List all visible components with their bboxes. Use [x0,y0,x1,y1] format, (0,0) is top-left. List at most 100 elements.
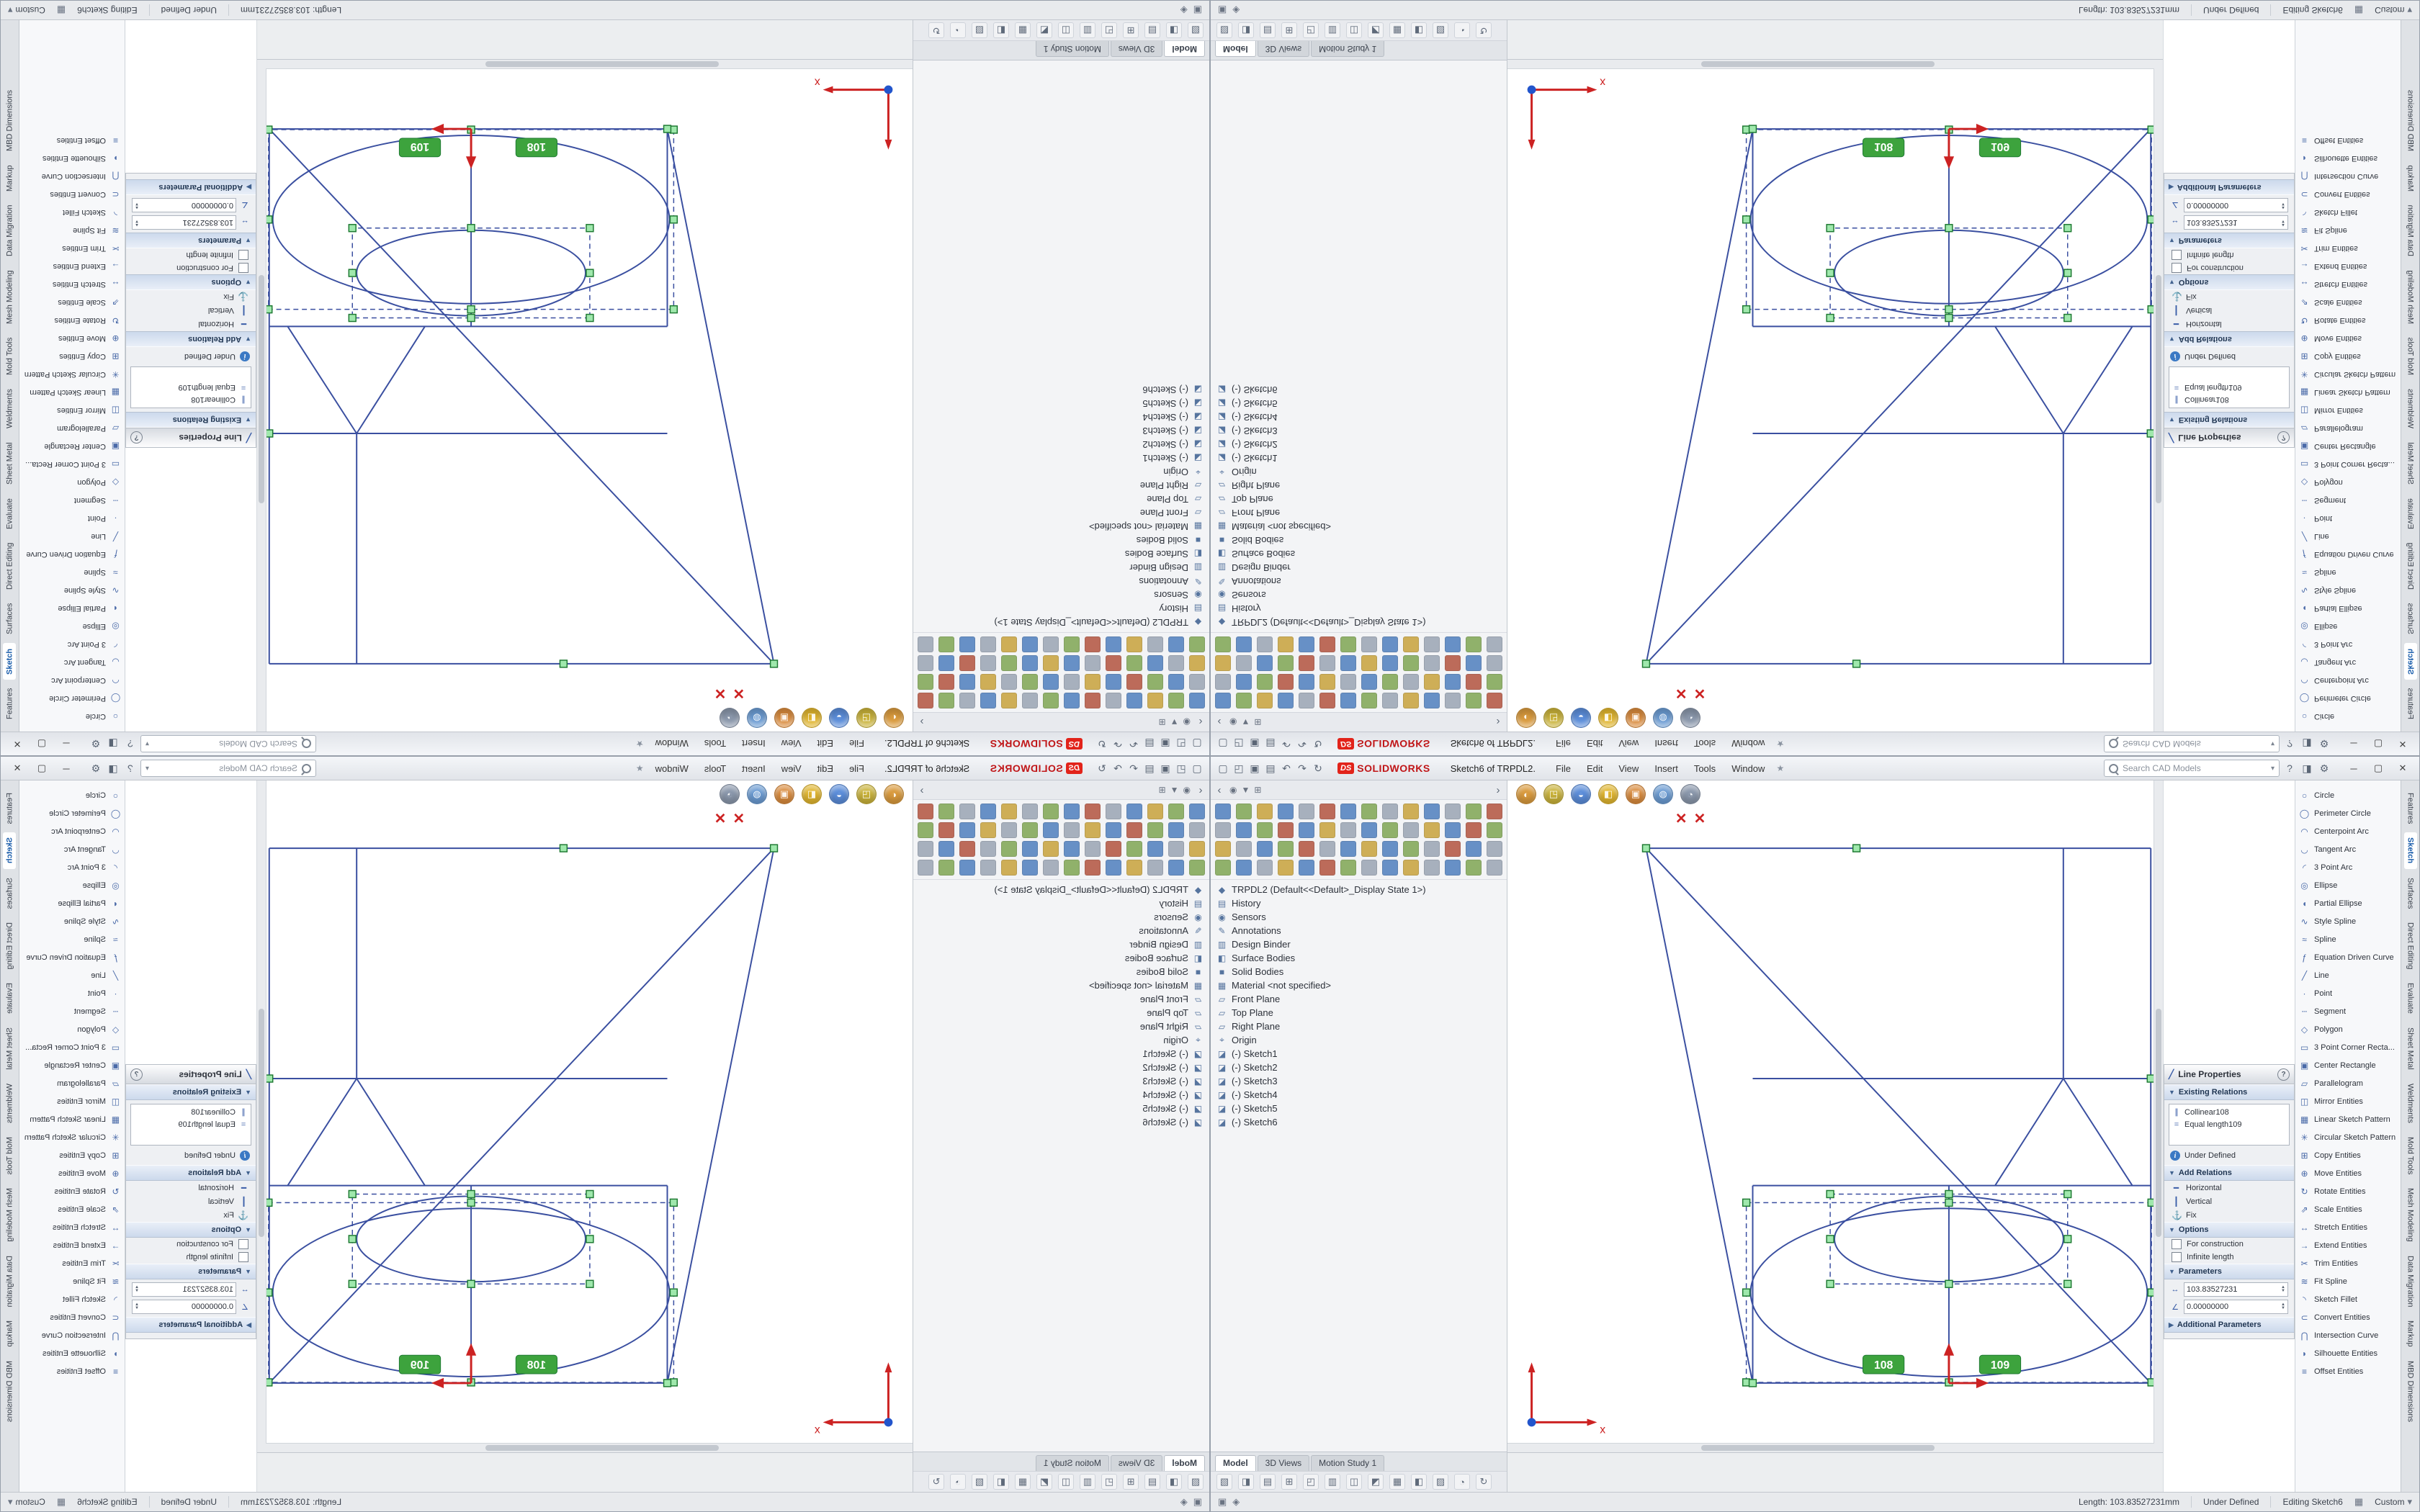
feature-tree-item[interactable]: ◪ (-) Sketch6 [913,383,1204,397]
sketch-tool-item[interactable]: ◜ 3 Point Arc [19,858,125,876]
sketch-tool-item[interactable]: ↻ Rotate Entities [2295,1182,2401,1200]
feature-tree-item[interactable]: ▦ Material <not specified> [1216,520,1507,534]
command-tab[interactable]: Surfaces [5,877,14,909]
command-tab[interactable]: Evaluate [2406,983,2415,1014]
command-tab[interactable]: Sketch [2403,832,2417,869]
sketch-tool-item[interactable]: ⇗ Scale Entities [19,294,125,312]
ribbon-tool-icon[interactable] [938,860,954,876]
section-options[interactable]: ▼ Options [126,1222,256,1238]
bottom-toolbar-icon[interactable]: ◔ [1454,22,1470,38]
sketch-tool-item[interactable]: ≈ Spline [2295,564,2401,582]
add-relation-button[interactable]: ━ Horizontal [2164,1181,2294,1194]
quick-access-icon[interactable]: ▣ [1160,738,1170,750]
command-tab[interactable]: Weldments [2406,1083,2415,1123]
feature-tree-item[interactable]: ⌖ Origin [913,1033,1204,1047]
minimize-button[interactable]: ─ [2350,762,2357,774]
command-tab[interactable]: Data Migration [5,1255,14,1308]
ribbon-tool-icon[interactable] [1487,860,1502,876]
ribbon-tool-icon[interactable] [1466,636,1482,652]
ribbon-tool-icon[interactable] [1043,693,1059,708]
menu-item[interactable]: Tools [1693,762,1716,774]
ribbon-tool-icon[interactable] [1319,655,1335,671]
command-tab[interactable]: Mold Tools [2406,337,2415,376]
sketch-tool-item[interactable]: ≡ Offset Entities [19,1362,125,1380]
section-options[interactable]: ▼ Options [2164,274,2294,290]
bottom-toolbar-icon[interactable]: ◫ [1346,1474,1362,1490]
sketch-tool-item[interactable]: ⋂ Intersection Curve [19,1326,125,1344]
sketch-tool-item[interactable]: ≈ Spline [19,930,125,948]
checkbox-icon[interactable] [238,1252,248,1262]
relation-tag-108[interactable]: 108 [515,1354,558,1374]
command-tab[interactable]: Mold Tools [5,337,14,376]
menu-item[interactable]: Edit [817,738,834,750]
feature-tree-item[interactable]: ▱ Front Plane [913,992,1204,1006]
document-tab[interactable]: Model [1164,1455,1205,1471]
relation-item[interactable]: = Equal length109 [134,382,248,394]
add-relation-button[interactable]: ━ Horizontal [126,318,256,331]
view-toolbar-icon[interactable]: ◐ [1516,784,1536,804]
sketch-tool-item[interactable]: ◎ Ellipse [19,618,125,636]
spinner-icons[interactable]: ▲▼ [135,219,139,227]
sketch-drawing[interactable]: ✕ ✕ 108 109 [1507,780,2163,1452]
menu-item[interactable]: View [781,738,802,750]
ribbon-tool-icon[interactable] [1085,804,1101,819]
sketch-tool-item[interactable]: ⋂ Intersection Curve [2295,1326,2401,1344]
feature-tree-item[interactable]: ▦ Material <not specified> [913,978,1204,992]
view-toolbar-icon[interactable]: ▣ [1626,784,1646,804]
sketch-tool-item[interactable]: ▱ Parallelogram [19,1074,125,1092]
checkbox-icon[interactable] [2172,263,2182,273]
bottom-toolbar-icon[interactable]: ⊞ [1123,1474,1139,1490]
sketch-tool-item[interactable]: ≡ Offset Entities [2295,1362,2401,1380]
quick-access-icon[interactable]: ▤ [1265,738,1276,750]
feature-tree-item[interactable]: ◧ Surface Bodies [1216,547,1507,561]
feature-tree-item[interactable]: ◪ (-) Sketch5 [913,1102,1204,1115]
sketch-tool-item[interactable]: ┄ Segment [19,492,125,510]
ribbon-tool-icon[interactable] [1319,822,1335,838]
bottom-toolbar-icon[interactable]: ◔ [1454,1474,1470,1490]
command-tab[interactable]: Mold Tools [2406,1136,2415,1175]
feature-tree-item[interactable]: ◪ (-) Sketch3 [913,1074,1204,1088]
restore-button[interactable]: ▢ [37,762,47,773]
ribbon-tool-icon[interactable] [1189,841,1205,857]
sketch-tool-item[interactable]: ⊕ Move Entities [19,1164,125,1182]
view-toolbar-icon[interactable]: ◳ [1543,784,1564,804]
sketch-tool-item[interactable]: ⋂ Intersection Curve [19,168,125,186]
feature-tree-item[interactable]: ✎ Annotations [913,575,1204,588]
ribbon-tool-icon[interactable] [1403,804,1419,819]
ribbon-tool-icon[interactable] [938,822,954,838]
sketch-tool-item[interactable]: ◝ Sketch Fillet [2295,1290,2401,1308]
add-relation-button[interactable]: ┃ Vertical [126,304,256,318]
ribbon-tool-icon[interactable] [1403,655,1419,671]
scroll-right-icon[interactable]: › [1496,716,1500,729]
command-tab[interactable]: Surfaces [5,603,14,635]
ribbon-tool-icon[interactable] [1403,693,1419,708]
section-additional-parameters[interactable]: ▶ Additional Parameters [2164,1317,2294,1333]
ribbon-tool-icon[interactable] [1001,636,1017,652]
section-parameters[interactable]: ▼ Parameters [126,1264,256,1279]
ribbon-tool-icon[interactable] [1147,860,1163,876]
ribbon-tool-icon[interactable] [1361,822,1377,838]
add-relation-button[interactable]: ━ Horizontal [2164,318,2294,331]
titlebar-icon[interactable]: ◨ [2302,762,2312,774]
view-toolbar-icon[interactable]: ◍ [747,784,767,804]
feature-tree-item[interactable]: ◧ Surface Bodies [913,951,1204,965]
ribbon-tool-icon[interactable] [1487,655,1502,671]
sketch-tool-item[interactable]: ∙ Point [19,984,125,1002]
ribbon-tool-icon[interactable] [1215,860,1231,876]
quick-access-icon[interactable]: ▤ [1265,762,1276,774]
sketch-tool-item[interactable]: ◗ Silhouette Entities [2295,150,2401,168]
ribbon-tool-icon[interactable] [1126,860,1142,876]
ribbon-tool-icon[interactable] [1466,841,1482,857]
sketch-tool-item[interactable]: ◎ Ellipse [19,876,125,894]
sketch-tool-item[interactable]: → Extend Entities [2295,1236,2401,1254]
ribbon-tool-icon[interactable] [1189,860,1205,876]
selection-handles[interactable] [264,125,779,668]
sketch-drawing[interactable]: ✕ ✕ 108 109 [257,60,913,732]
titlebar-icon[interactable]: ⚙ [2319,738,2329,750]
quick-access-icon[interactable]: ↶ [1129,762,1138,774]
ribbon-tool-icon[interactable] [1147,693,1163,708]
feature-tree-item[interactable]: ▦ Material <not specified> [1216,978,1507,992]
sketch-tool-item[interactable]: ◇ Polygon [2295,1020,2401,1038]
ribbon-tool-icon[interactable] [1189,693,1205,708]
ribbon-tool-icon[interactable] [1236,822,1252,838]
